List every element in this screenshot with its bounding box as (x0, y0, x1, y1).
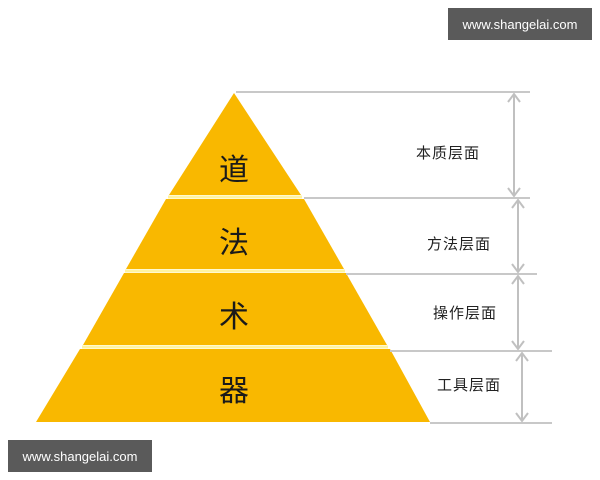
desc-essence-level: 本质层面 (416, 144, 481, 162)
tier-label-shu: 术 (219, 300, 249, 335)
dimension-arrows (507, 92, 529, 423)
tier-shu (83, 273, 387, 345)
desc-operation-level: 操作层面 (433, 304, 498, 322)
watermark-bottom: www.shangelai.com (8, 440, 152, 472)
guide-lines (236, 91, 552, 424)
tier-label-dao: 道 (219, 153, 249, 188)
tier-fa (126, 199, 344, 269)
desc-tool-level: 工具层面 (437, 376, 502, 394)
tier-dao (169, 93, 301, 195)
desc-method-level: 方法层面 (427, 235, 492, 253)
tier-label-qi: 器 (219, 374, 249, 409)
tier-qi (36, 349, 430, 422)
watermark-top: www.shangelai.com (448, 8, 592, 40)
tier-label-fa: 法 (219, 226, 249, 261)
